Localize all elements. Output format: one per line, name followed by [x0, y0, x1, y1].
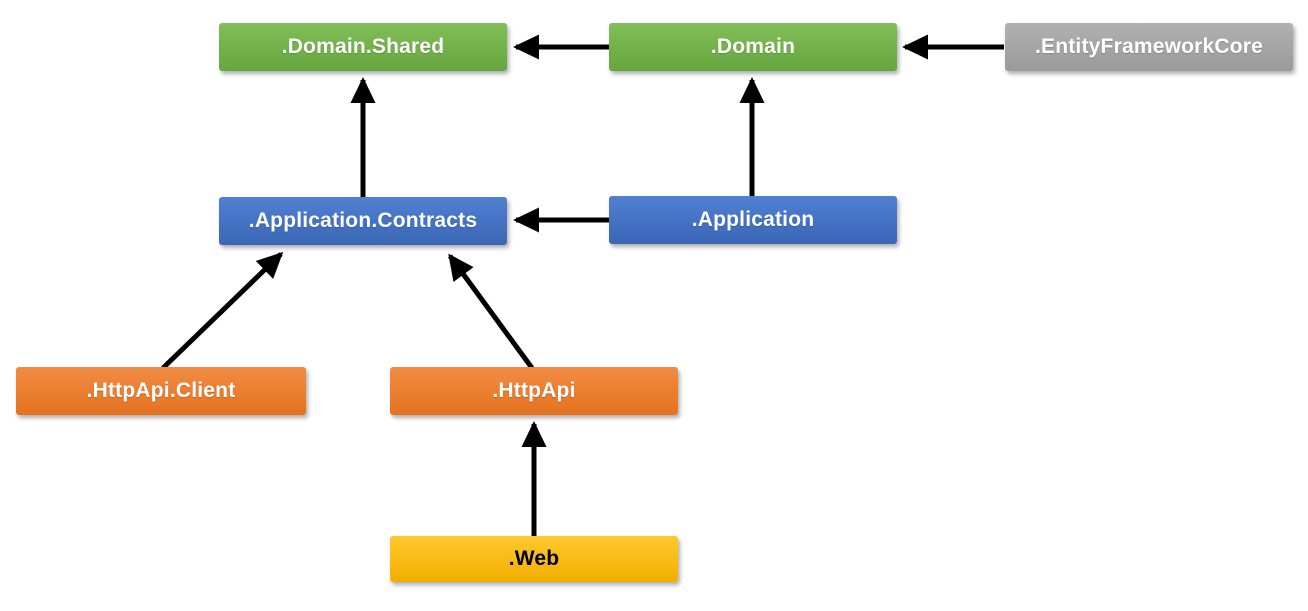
node-label: .Web: [508, 547, 560, 570]
node-domain-shared: .Domain.Shared: [219, 23, 507, 71]
node-label: .HttpApi.Client: [86, 379, 236, 402]
node-httpapi-client: .HttpApi.Client: [16, 367, 306, 415]
node-label: .Application: [691, 208, 815, 231]
node-application: .Application: [609, 196, 897, 244]
node-label: .Domain.Shared: [281, 35, 445, 58]
edge-web... edge-httpapi-to-contracts: [447, 253, 535, 370]
node-label: .EntityFrameworkCore: [1034, 35, 1264, 58]
node-label: .Domain: [710, 35, 796, 58]
edge-httpapi-client-to-contracts: [161, 251, 284, 370]
node-web: .Web: [390, 536, 678, 582]
node-label: .Application.Contracts: [248, 209, 478, 232]
node-application-contracts: .Application.Contracts: [219, 197, 507, 245]
node-entity-framework-core: .EntityFrameworkCore: [1005, 23, 1293, 71]
node-domain: .Domain: [609, 23, 897, 71]
node-httpapi: .HttpApi: [390, 367, 678, 415]
node-label: .HttpApi: [492, 379, 576, 402]
